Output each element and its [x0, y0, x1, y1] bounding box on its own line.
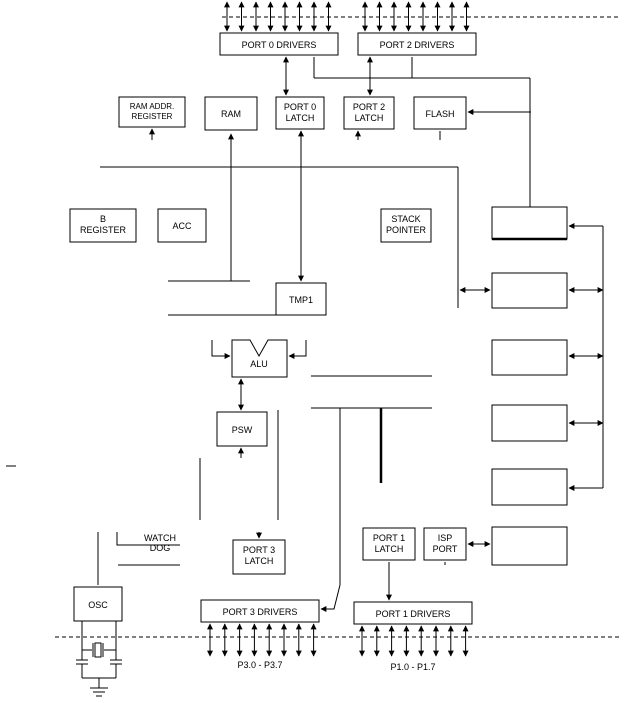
crystal-circuit [76, 621, 122, 697]
bus-lines [6, 56, 604, 612]
port2-drivers-block: PORT 2 DRIVERS [357, 32, 477, 56]
port3-latch-label-2: LATCH [245, 556, 274, 566]
flash-label: FLASH [425, 109, 454, 119]
ram-addr-label-2: REGISTER [132, 112, 173, 121]
port1-drivers-label: PORT 1 DRIVERS [376, 609, 451, 619]
port3-drivers-block: PORT 3 DRIVERS [200, 599, 320, 623]
tmp1-block: TMP1 [275, 282, 327, 316]
port3-latch-label-1: PORT 3 [243, 545, 275, 555]
right-register-2 [491, 272, 568, 309]
watch-dog-label-1: WATCH [144, 533, 176, 543]
port2-drivers-label: PORT 2 DRIVERS [380, 40, 455, 50]
ram-addr-label-1: RAM ADDR. [130, 102, 174, 111]
watch-dog-label-2: DOG [150, 543, 171, 553]
port1-pins-label: P1.0 - P1.7 [390, 662, 435, 672]
psw-label: PSW [232, 425, 253, 435]
stack-pointer-block: STACK POINTER [380, 208, 432, 243]
stack-pointer-label-2: POINTER [386, 225, 427, 235]
port1-latch-label-1: PORT 1 [373, 533, 405, 543]
b-register-label-1: B [100, 214, 106, 224]
port3-latch-block: PORT 3 LATCH [232, 539, 286, 575]
port2-latch-label-1: PORT 2 [353, 102, 385, 112]
ram-addr-register-block: RAM ADDR. REGISTER [118, 96, 186, 128]
acc-block: ACC [157, 208, 207, 243]
osc-block: OSC [73, 586, 123, 622]
psw-block: PSW [216, 411, 268, 447]
port1-latch-label-2: LATCH [375, 544, 404, 554]
port0-drivers-label: PORT 0 DRIVERS [242, 40, 317, 50]
tmp1-label: TMP1 [289, 295, 313, 305]
bottom-pin-arrows [207, 623, 469, 657]
alu-label: ALU [250, 359, 268, 369]
top-pin-arrows [224, 1, 470, 32]
crystal-icon [94, 642, 102, 658]
port0-latch-block: PORT 0 LATCH [275, 96, 325, 130]
port3-pins-label: P3.0 - P3.7 [237, 660, 282, 670]
right-register-1 [491, 206, 568, 240]
right-register-6 [491, 526, 568, 566]
ram-label: RAM [221, 109, 241, 119]
ram-block: RAM [204, 96, 258, 131]
port0-drivers-block: PORT 0 DRIVERS [219, 32, 339, 56]
port3-drivers-label: PORT 3 DRIVERS [223, 607, 298, 617]
port0-latch-label-2: LATCH [286, 113, 315, 123]
right-register-5 [491, 468, 568, 506]
watch-dog-block: WATCH DOG [116, 532, 180, 553]
port1-drivers-block: PORT 1 DRIVERS [353, 601, 473, 625]
isp-port-label-1: ISP [438, 533, 453, 543]
acc-label: ACC [172, 221, 192, 231]
isp-port-block: ISP PORT [423, 527, 467, 561]
alu-block: ALU [231, 339, 288, 378]
port0-latch-label-1: PORT 0 [284, 102, 316, 112]
b-register-block: B REGISTER [69, 208, 137, 243]
port1-latch-block: PORT 1 LATCH [362, 527, 416, 561]
port2-latch-label-2: LATCH [355, 113, 384, 123]
right-register-4 [491, 404, 568, 442]
stack-pointer-label-1: STACK [391, 214, 420, 224]
flash-block: FLASH [413, 96, 467, 130]
right-register-3 [491, 339, 568, 376]
isp-port-label-2: PORT [433, 544, 458, 554]
osc-label: OSC [88, 600, 108, 610]
port2-latch-block: PORT 2 LATCH [343, 96, 395, 130]
b-register-label-2: REGISTER [80, 225, 127, 235]
